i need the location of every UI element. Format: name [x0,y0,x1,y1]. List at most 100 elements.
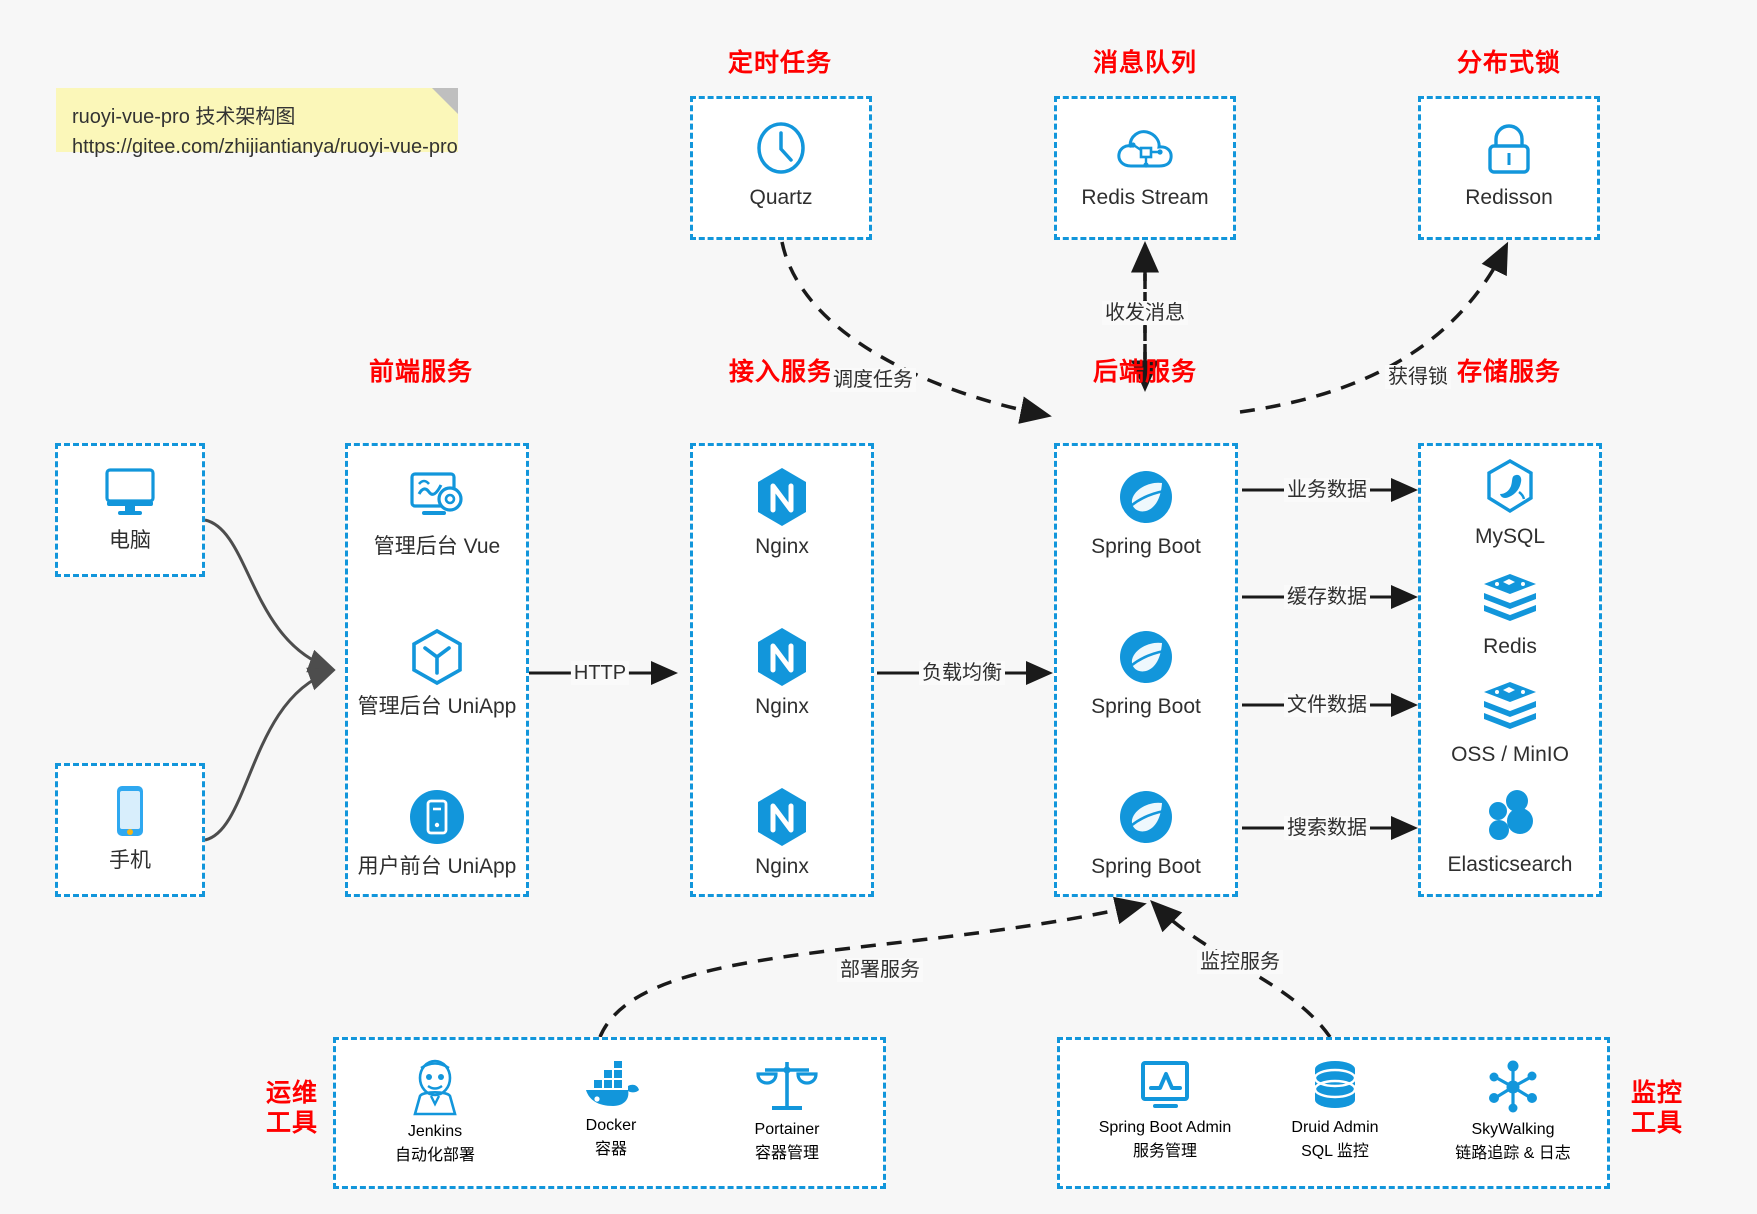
node-admin-uniapp[interactable]: 管理后台 UniApp [348,626,526,720]
group-title-lock: 分布式锁 [1456,49,1561,77]
node-mysql[interactable]: MySQL [1421,456,1599,550]
node-label: OSS / MinIO [1451,743,1569,766]
node-label: Spring Boot [1091,855,1201,878]
node-sublabel: 容器管理 [754,1145,819,1162]
group-title-monitoring-line1: 监控 [1630,1079,1683,1107]
node-label: 用户前台 UniApp [357,855,517,878]
node-label: Nginx [755,535,809,558]
node-oss-minio[interactable]: OSS / MinIO [1421,674,1599,768]
node-phone[interactable]: 手机 [58,780,202,874]
group-box-client-phone: 手机 [55,763,205,897]
node-sublabel: 链路追踪 & 日志 [1455,1145,1571,1162]
scales-icon [756,1058,818,1121]
group-box-monitoring: Spring Boot Admin 服务管理 Druid Admin SQL 监… [1057,1037,1610,1189]
group-box-gateway: Nginx Nginx Nginx [690,443,874,897]
clock-icon [753,117,809,179]
group-box-lock: Redisson [1418,96,1600,240]
node-redis[interactable]: Redis [1421,566,1599,660]
node-spring-boot-2[interactable]: Spring Boot [1057,626,1235,720]
node-spring-boot-1[interactable]: Spring Boot [1057,466,1235,560]
node-label: SkyWalking [1471,1121,1555,1138]
group-box-scheduler: Quartz [690,96,872,240]
node-label: 电脑 [109,529,151,552]
node-nginx-1[interactable]: Nginx [693,466,871,560]
phone-icon [110,780,150,842]
node-redisson[interactable]: Redisson [1421,117,1597,211]
group-box-client-desktop: 电脑 [55,443,205,577]
edge-label-acquire-lock: 获得锁 [1385,365,1451,389]
edge-label-business-data: 业务数据 [1284,478,1370,502]
edge-label-search-data: 搜索数据 [1284,816,1370,840]
group-title-backend: 后端服务 [1092,358,1197,386]
spring-leaf-icon [1116,466,1176,528]
group-title-devops: 运维 工具 [255,1078,329,1138]
node-sublabel: 服务管理 [1132,1143,1197,1160]
jenkins-butler-icon [407,1058,463,1123]
group-box-storage: MySQL Redis [1418,443,1602,897]
cube-y-icon [408,626,466,688]
spring-leaf-icon [1116,626,1176,688]
group-title-devops-line1: 运维 [265,1079,318,1107]
node-label: Spring Boot [1091,535,1201,558]
group-box-backend: Spring Boot Spring Boot Spring Boot [1054,443,1238,897]
node-admin-vue[interactable]: 管理后台 Vue [348,466,526,560]
docker-whale-icon [580,1058,642,1117]
group-title-storage: 存储服务 [1456,358,1561,386]
node-sublabel: 容器 [594,1141,627,1158]
node-quartz[interactable]: Quartz [693,117,869,211]
node-label: Druid Admin [1291,1119,1379,1136]
node-user-uniapp[interactable]: 用户前台 UniApp [348,786,526,880]
node-label: Portainer [754,1121,820,1138]
nginx-icon [754,786,810,848]
database-icon [1308,1058,1362,1119]
group-title-monitoring: 监控 工具 [1620,1078,1694,1138]
node-label: Elasticsearch [1447,853,1573,876]
node-elasticsearch[interactable]: Elasticsearch [1421,784,1599,878]
edge-label-mq-messages: 收发消息 [1102,301,1188,325]
node-label: 管理后台 UniApp [357,695,517,718]
edge-label-schedule-task: 调度任务 [830,368,916,392]
group-title-gateway: 接入服务 [728,358,833,386]
node-label: Jenkins [407,1123,463,1140]
node-label: 管理后台 Vue [373,535,501,558]
node-nginx-2[interactable]: Nginx [693,626,871,720]
note-url: https://gitee.com/zhijiantianya/ruoyi-vu… [72,136,458,158]
group-title-scheduler: 定时任务 [727,49,832,77]
note-fold-icon [432,88,458,114]
edge-label-http: HTTP [570,661,630,685]
node-docker[interactable]: Docker 容器 [526,1058,696,1159]
node-spring-boot-3[interactable]: Spring Boot [1057,786,1235,880]
node-desktop[interactable]: 电脑 [58,460,202,554]
node-label: Redisson [1465,186,1553,209]
mobile-circle-icon [407,786,467,848]
node-portainer[interactable]: Portainer 容器管理 [702,1058,872,1163]
node-label: Redis Stream [1081,186,1209,209]
node-druid-admin[interactable]: Druid Admin SQL 监控 [1250,1058,1420,1161]
node-label: MySQL [1474,525,1545,548]
group-box-mq: Redis Stream [1054,96,1236,240]
edge-label-load-balance: 负载均衡 [919,661,1005,685]
redis-stack-icon [1481,566,1539,628]
node-spring-boot-admin[interactable]: Spring Boot Admin 服务管理 [1070,1058,1260,1161]
node-label: Docker [585,1117,637,1134]
node-label: Nginx [755,695,809,718]
node-label: Redis [1483,635,1537,658]
sticky-note: ruoyi-vue-pro 技术架构图 https://gitee.com/zh… [56,88,458,158]
nginx-icon [754,466,810,528]
node-sublabel: 自动化部署 [394,1147,475,1164]
node-redis-stream[interactable]: Redis Stream [1057,117,1233,211]
group-title-mq: 消息队列 [1092,49,1197,77]
group-box-devops: Jenkins 自动化部署 Docker 容器 [333,1037,886,1189]
node-skywalking[interactable]: SkyWalking 链路追踪 & 日志 [1418,1058,1608,1163]
node-nginx-3[interactable]: Nginx [693,786,871,880]
node-sublabel: SQL 监控 [1301,1143,1369,1160]
group-title-devops-line2: 工具 [265,1109,318,1137]
redis-stack-icon [1481,674,1539,736]
dashboard-gear-icon [406,466,468,528]
nginx-icon [754,626,810,688]
node-jenkins[interactable]: Jenkins 自动化部署 [350,1058,520,1165]
elastic-cluster-icon [1481,784,1539,846]
node-label: Quartz [749,186,813,209]
edge-label-monitor-service: 监控服务 [1197,950,1283,974]
